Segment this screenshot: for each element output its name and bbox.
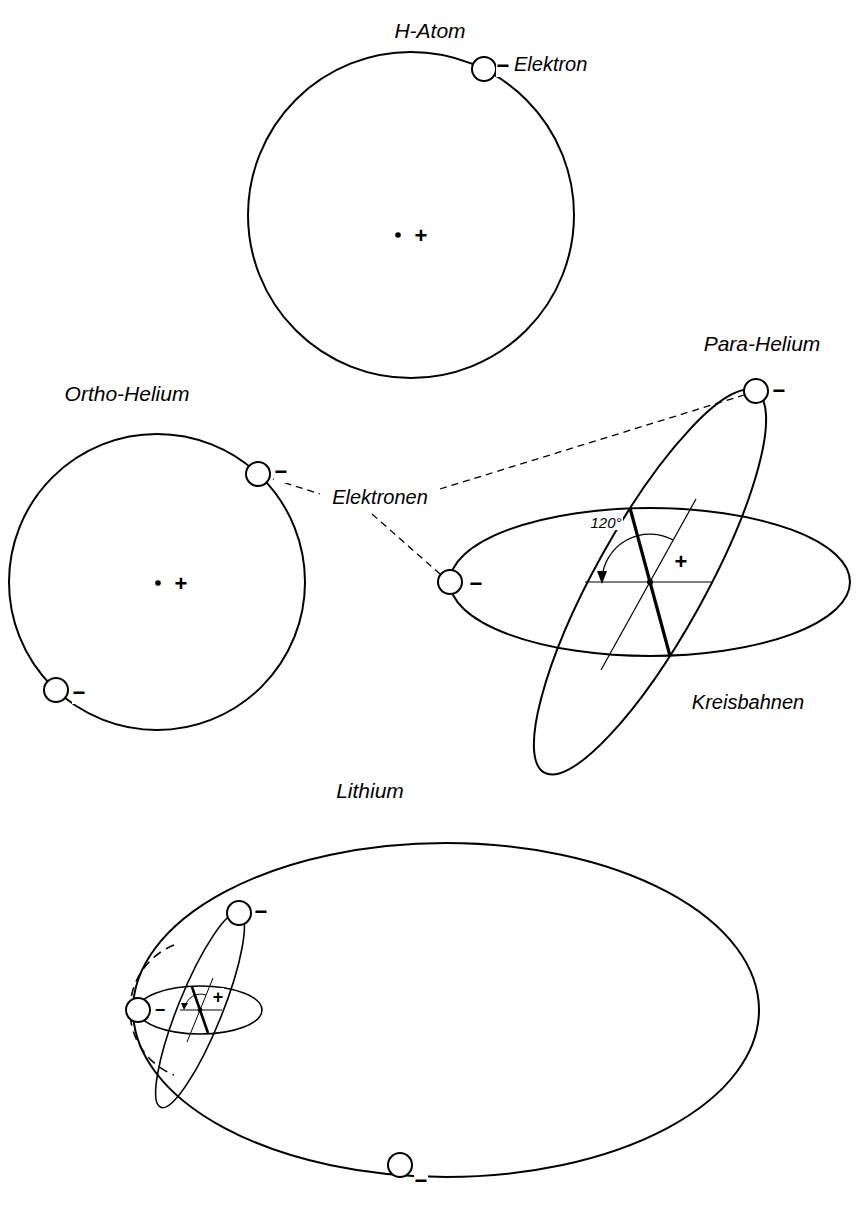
nucleus-dot (395, 232, 401, 238)
charge-sign: − (496, 55, 511, 77)
orbit (133, 843, 759, 1177)
electron (388, 1153, 412, 1177)
charge-sign: − (154, 1001, 167, 1019)
radius-line (192, 987, 200, 1010)
electron (246, 462, 270, 486)
charge-sign: + (174, 573, 189, 595)
figure-title: Para-Helium (703, 333, 822, 354)
part-label: Kreisbahnen (691, 692, 805, 712)
charge-sign: + (674, 551, 689, 573)
electron (44, 678, 68, 702)
charge-sign: + (212, 988, 225, 1006)
part-label: Elektronen (331, 487, 429, 507)
arrowhead (597, 571, 607, 584)
figure-title: Ortho-Helium (64, 383, 191, 404)
orbit (138, 986, 262, 1034)
arrowhead (181, 1003, 188, 1010)
orbit (248, 52, 574, 378)
leader-line (440, 395, 744, 489)
radius-line (630, 508, 650, 582)
electron (227, 901, 251, 925)
orbit (496, 365, 804, 800)
angle-arc (602, 534, 673, 578)
electron (744, 379, 768, 403)
electron (126, 998, 150, 1022)
charge-sign: − (469, 573, 484, 595)
charge-sign: + (414, 225, 429, 247)
charge-sign: − (254, 901, 269, 923)
electron (472, 57, 496, 81)
nucleus-dot (647, 579, 653, 585)
radius-line (200, 1010, 208, 1033)
nucleus-dot (198, 1008, 203, 1013)
angle-label: 120° (589, 515, 622, 530)
axis-line (187, 978, 213, 1042)
orbit (9, 434, 305, 730)
orbit (450, 508, 850, 656)
charge-sign: − (72, 682, 87, 704)
charge-sign: − (274, 461, 289, 483)
charge-sign: − (772, 380, 787, 402)
angle-arc (185, 994, 206, 1007)
orbit (140, 904, 259, 1115)
part-label: Elektron (513, 54, 588, 74)
leader-line (372, 514, 440, 574)
nucleus-dot (155, 580, 161, 586)
radius-line (650, 582, 670, 656)
figure-title: H-Atom (393, 20, 466, 41)
charge-sign: − (414, 1170, 429, 1192)
electron (438, 570, 462, 594)
figure-title: Lithium (335, 780, 405, 801)
